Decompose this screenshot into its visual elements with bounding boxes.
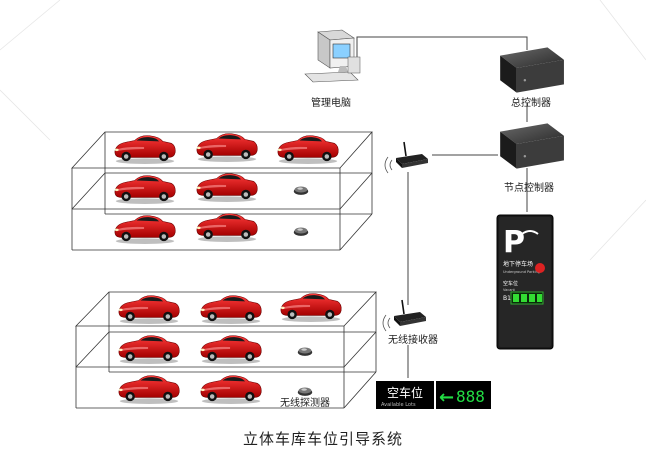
car-icon — [114, 135, 176, 164]
guidance-sign: P 地下停车场 Underground Parking 空车位 Vacant B… — [496, 214, 554, 350]
screen-cn-label: 空车位 — [387, 385, 423, 400]
sensor-icon — [293, 227, 309, 236]
led-screen: 空车位 Available Lots ← 888 — [376, 381, 491, 409]
sensor-icon — [293, 186, 309, 195]
wireless-receiver-label: 无线接收器 — [388, 335, 438, 346]
car-icon — [200, 375, 262, 404]
master-controller-label: 总控制器 — [511, 98, 551, 109]
wireless-receiver-bottom — [382, 299, 427, 332]
sensor-icon — [297, 347, 313, 356]
garage-upper — [71, 131, 373, 251]
car-icon — [196, 213, 258, 242]
car-icon — [114, 175, 176, 204]
node-controller-label: 节点控制器 — [504, 183, 554, 194]
connection-lines — [356, 36, 528, 378]
sign-line2: Underground Parking — [503, 270, 540, 274]
screen-count: 888 — [456, 387, 485, 406]
screen-en-label: Available Lots — [381, 402, 416, 408]
sign-line4: Vacant — [503, 288, 516, 292]
sign-line1: 地下停车场 — [503, 260, 533, 268]
pc-label: 管理电脑 — [311, 98, 351, 109]
car-icon — [277, 135, 339, 164]
sign-level: B1 — [503, 295, 511, 302]
car-icon — [118, 335, 180, 364]
wireless-receiver-top — [384, 141, 429, 174]
parking-letter: P — [503, 225, 525, 260]
receiver-top-icon — [395, 141, 429, 169]
car-icon — [114, 215, 176, 244]
screen-arrow: ← — [439, 387, 454, 408]
node-controller-icon — [500, 123, 564, 169]
car-icon — [118, 295, 180, 324]
background-decoration — [0, 0, 646, 261]
car-icon — [280, 293, 342, 322]
car-icon — [196, 133, 258, 162]
garage-lower — [75, 291, 377, 409]
car-icon — [118, 375, 180, 404]
management-pc — [304, 29, 361, 83]
diagram-caption: 立体车库车位引导系统 — [242, 430, 403, 448]
car-icon — [200, 335, 262, 364]
sign-line3: 空车位 — [503, 280, 518, 287]
receiver-bottom-icon — [393, 299, 427, 327]
master-controller-icon — [500, 47, 564, 93]
car-icon — [200, 295, 262, 324]
car-icon — [196, 173, 258, 202]
wireless-detector-label: 无线探测器 — [280, 398, 330, 409]
